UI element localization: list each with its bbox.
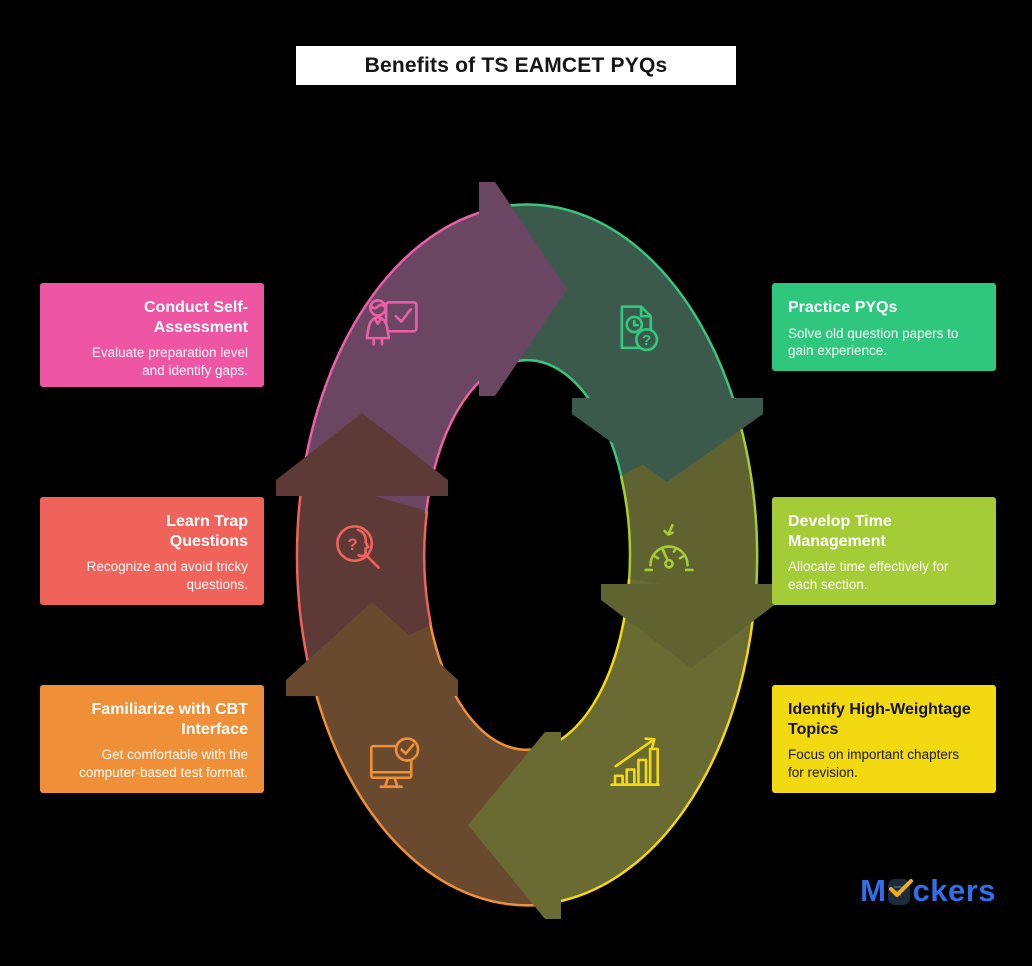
card-body: Focus on important chapters for revision… [788, 747, 960, 780]
arrow-head-left-icon [468, 732, 561, 919]
arrow-head-down-icon [601, 584, 781, 668]
page-title: Benefits of TS EAMCET PYQs [296, 46, 736, 85]
card-body: Evaluate preparation level and identify … [91, 345, 248, 378]
card-develop-time-management: Develop Time Management Allocate time ef… [772, 497, 996, 605]
arrow-head-up-icon [286, 602, 458, 696]
card-identify-high-weightage: Identify High-Weightage Topics Focus on … [772, 685, 996, 793]
card-conduct-self-assessment: Conduct Self- Assessment Evaluate prepar… [40, 283, 264, 387]
card-familiarize-cbt: Familiarize with CBT Interface Get comfo… [40, 685, 264, 793]
document-clock-question-icon: ? [620, 305, 659, 352]
arrow-head-right-icon [479, 182, 567, 396]
card-body: Get comfortable with the computer-based … [79, 747, 248, 780]
speedometer-arrow-icon [644, 523, 694, 572]
monitor-check-icon [370, 737, 420, 788]
logo-check-icon [889, 879, 914, 897]
card-heading: Learn Trap Questions [166, 513, 248, 550]
arrow-head-down-icon [572, 398, 763, 482]
card-body: Allocate time effectively for each secti… [788, 559, 949, 592]
card-practice-pyqs: Practice PYQs Solve old question papers … [772, 283, 996, 371]
arrow-heads [276, 182, 781, 919]
head-magnifier-question-icon: ? [336, 525, 380, 569]
person-presentation-check-icon [365, 299, 418, 346]
logo-text-m: M [860, 873, 887, 908]
card-heading: Conduct Self- Assessment [144, 299, 248, 336]
mockers-logo: M ckers [860, 872, 996, 916]
card-heading: Familiarize with CBT Interface [91, 701, 248, 738]
card-heading: Identify High-Weightage Topics [788, 701, 971, 738]
card-learn-trap-questions: Learn Trap Questions Recognize and avoid… [40, 497, 264, 605]
arrow-head-up-icon [276, 413, 448, 496]
logo-document-icon [888, 879, 914, 905]
card-body: Recognize and avoid tricky questions. [86, 559, 248, 592]
card-heading: Develop Time Management [788, 513, 892, 550]
card-heading: Practice PYQs [788, 299, 898, 316]
svg-text:?: ? [347, 536, 357, 554]
card-body: Solve old question papers to gain experi… [788, 325, 959, 359]
logo-text-ckers: ckers [912, 873, 996, 908]
svg-text:?: ? [642, 332, 651, 349]
growth-bar-chart-icon [610, 737, 660, 786]
